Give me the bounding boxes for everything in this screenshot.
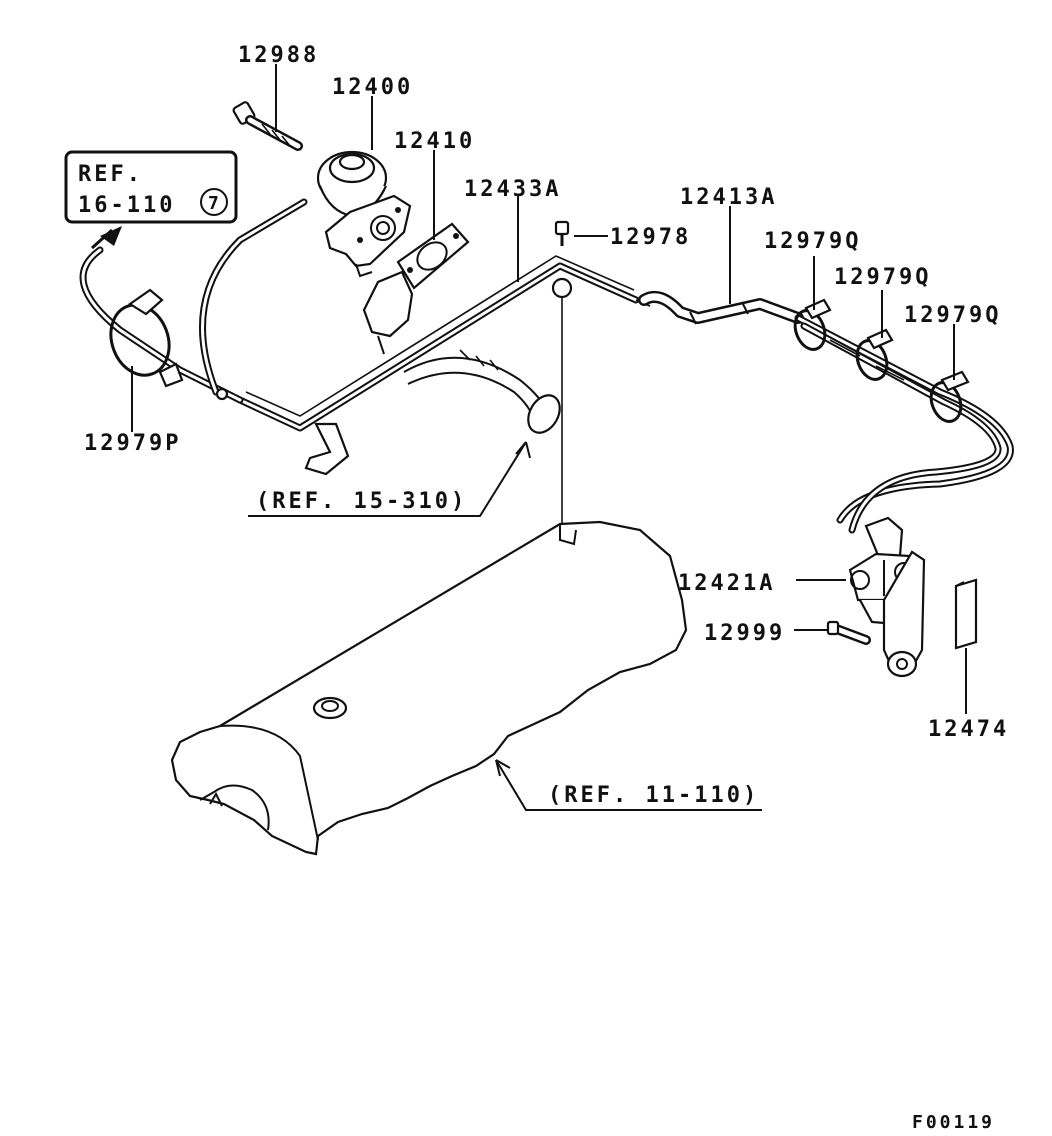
- intake-bracket: [362, 270, 414, 355]
- label-12979Q-2: 12979Q: [834, 265, 931, 290]
- ref-box-line2: 16-110: [78, 193, 175, 218]
- hose-egr: [199, 198, 308, 396]
- ref-box-line1: REF.: [78, 162, 143, 187]
- clamp-12979Q-2: [855, 328, 894, 381]
- ref-11-110-leader: [495, 759, 762, 811]
- label-12988: 12988: [238, 43, 319, 68]
- clamp-12979Q-3: [929, 370, 970, 423]
- label-12433A: 12433A: [464, 177, 561, 202]
- ref-11-110-label[interactable]: (REF. 11-110): [548, 783, 759, 808]
- figure-code: F00119: [912, 1112, 995, 1133]
- label-12421A: 12421A: [678, 571, 775, 596]
- ref-15-310-leader: [248, 441, 531, 517]
- filter-12474: [954, 578, 978, 650]
- bolt-12988: [232, 101, 303, 151]
- ref-arrow-icon: [90, 226, 122, 250]
- clamp-12979Q-1: [793, 298, 832, 351]
- label-12978: 12978: [610, 225, 691, 250]
- label-12979Q-3: 12979Q: [904, 303, 1001, 328]
- bolt-12978: [554, 220, 570, 246]
- label-12474: 12474: [928, 717, 1009, 742]
- hose-12413A: [635, 291, 804, 325]
- rocker-cover: [170, 520, 688, 856]
- ref-15-310-label[interactable]: (REF. 15-310): [256, 489, 467, 514]
- label-12979P: 12979P: [84, 431, 181, 456]
- label-12413A: 12413A: [680, 185, 777, 210]
- label-12410: 12410: [394, 129, 475, 154]
- mounting-bracket: [882, 550, 926, 678]
- egr-valve-12400: [316, 150, 412, 278]
- bolt-12999: [826, 620, 871, 645]
- pipe-bracket: [215, 387, 350, 476]
- pipe-right-run: [794, 314, 1014, 534]
- label-12400: 12400: [332, 75, 413, 100]
- label-12979Q-1: 12979Q: [764, 229, 861, 254]
- ref-box-circle-number: 7: [208, 193, 222, 214]
- intercooler-hose: [403, 349, 561, 434]
- hose-left: [79, 246, 244, 404]
- label-12999: 12999: [704, 621, 785, 646]
- clamp-12979P: [109, 288, 184, 388]
- vacuum-pipe-12433A: [236, 255, 640, 432]
- ref-16-110-box[interactable]: REF. 16-110 7: [64, 150, 238, 224]
